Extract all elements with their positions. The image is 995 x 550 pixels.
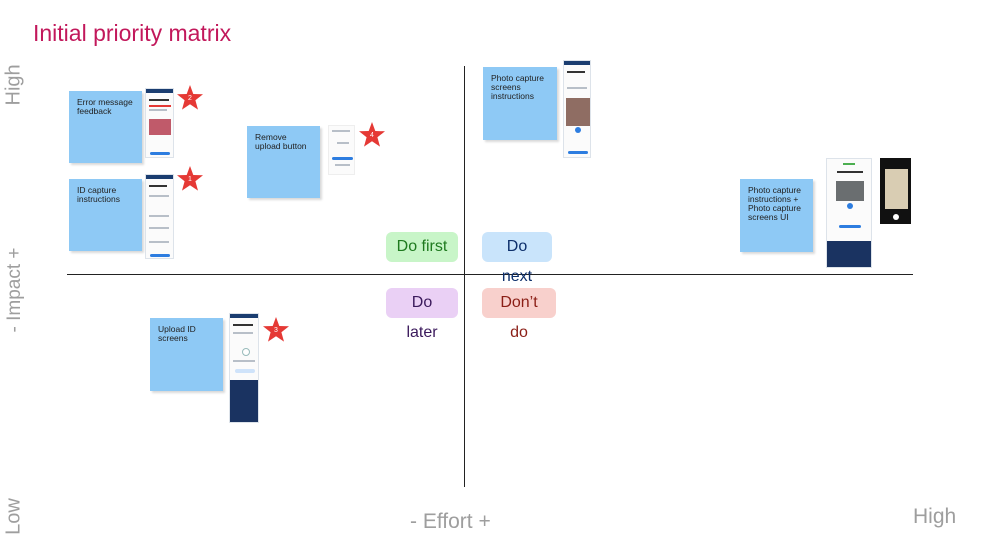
screen-thumbnail-upload-id[interactable] [229,313,259,423]
vertical-axis [464,66,465,487]
sticky-id-capture-instructions[interactable]: ID capture instructions [69,179,142,251]
screen-thumbnail-camera-view[interactable] [880,158,911,224]
x-axis-high-label: High [913,505,957,528]
screen-thumbnail-photo-capture-screens[interactable] [563,60,591,158]
star-number: 1 [188,176,192,183]
star-number: 4 [370,132,374,139]
sticky-photo-capture-screens-instructions[interactable]: Photo capture screens instructions [483,67,557,140]
star-icon: 3 [263,317,289,342]
star-icon: 1 [177,166,203,191]
sticky-photo-capture-ui[interactable]: Photo capture instructions + Photo captu… [740,179,813,252]
y-axis-high-label: High [2,64,25,106]
screen-thumbnail-remove-upload[interactable] [328,125,355,175]
screen-thumbnail-id-capture[interactable] [145,174,174,259]
screen-thumbnail-photo-capture-ui[interactable] [826,158,872,268]
page-title: Initial priority matrix [33,20,232,46]
quadrant-do-next: Do next [482,232,552,285]
sticky-upload-id-screens[interactable]: Upload ID screens [150,318,223,391]
quadrant-do-first: Do first [386,232,458,262]
quadrant-dont-do: Don’t do [482,288,556,341]
screen-thumbnail-error-message[interactable] [145,88,174,158]
x-axis-label: - Effort + [410,510,491,533]
horizontal-axis [67,274,913,275]
quadrant-do-later: Do later [386,288,458,341]
star-number: 3 [274,327,278,334]
sticky-error-message-feedback[interactable]: Error message feedback [69,91,142,163]
star-icon: 4 [359,122,385,147]
y-axis-low-label: Low [2,498,25,535]
y-axis-label: - Impact + [4,247,25,333]
star-icon: 2 [177,85,203,110]
star-number: 2 [188,95,192,102]
sticky-remove-upload-button[interactable]: Remove upload button [247,126,320,198]
